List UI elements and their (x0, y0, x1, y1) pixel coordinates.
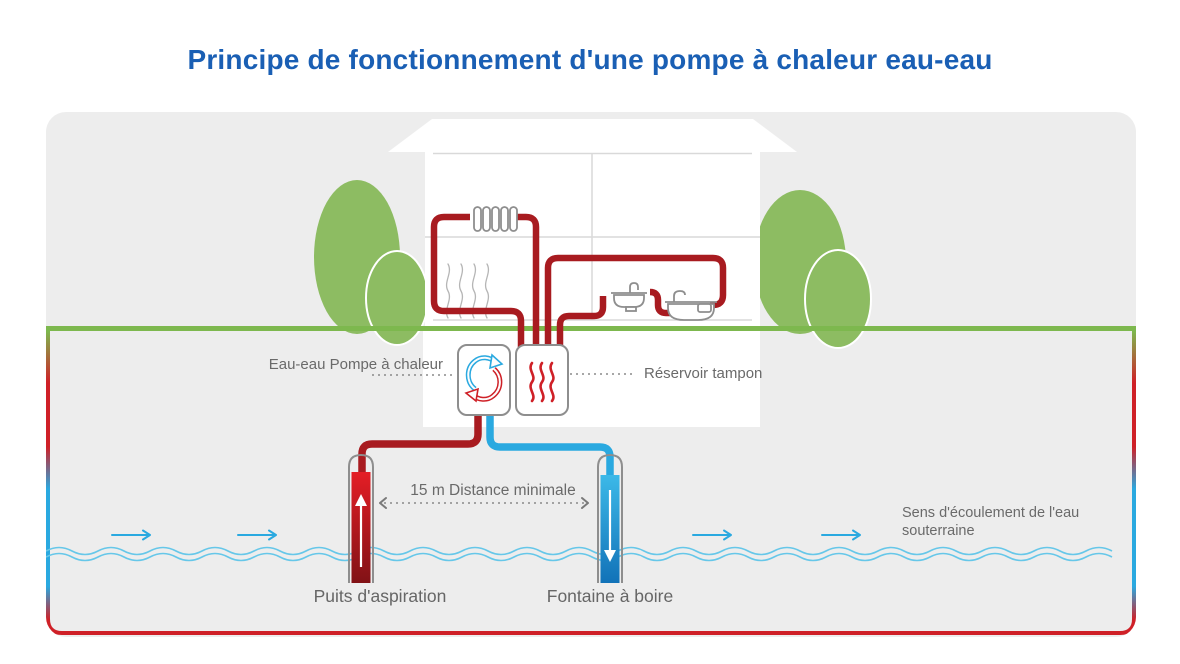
ground-line (46, 326, 1136, 331)
tree-right-icon (754, 190, 872, 349)
radiator-icon (473, 206, 518, 232)
heat-pump-label: Eau-eau Pompe à chaleur (268, 356, 443, 373)
up-arrow-icon (355, 494, 367, 567)
sink-icon (611, 282, 647, 312)
underground-border (46, 331, 1136, 635)
down-arrow-icon (604, 490, 616, 562)
roof (388, 119, 797, 152)
tree-left-icon (314, 180, 429, 346)
diagram-art (46, 119, 1136, 635)
distance-label: 15 m Distance minimale (410, 482, 576, 499)
buffer-tank-label: Réservoir tampon (644, 365, 763, 382)
fountain-label: Fontaine à boire (546, 586, 674, 606)
return-pipe (486, 413, 614, 475)
diagram-panel: Eau-eau Pompe à chaleur Réservoir tampon… (46, 112, 1136, 637)
heating-pipes (430, 213, 727, 347)
suction-well-label: Puits d'aspiration (313, 586, 447, 606)
bathtub-icon (665, 290, 717, 321)
buffer-tank-unit (515, 344, 569, 416)
heat-pump-unit (457, 344, 511, 416)
page-title: Principe de fonctionnement d'une pompe à… (187, 44, 993, 75)
heat-waves-icon (529, 361, 555, 403)
flow-arrow-icon (111, 529, 861, 541)
distance-arrow (379, 497, 589, 509)
flow-direction-label: Sens d'écoulement de l'eau souterraine (902, 505, 1080, 540)
fountain-well (597, 453, 623, 583)
suction-pipe (358, 413, 482, 472)
groundwater-line (46, 546, 1113, 562)
suction-well (348, 453, 374, 583)
refrigerant-cycle-icon (464, 353, 504, 403)
